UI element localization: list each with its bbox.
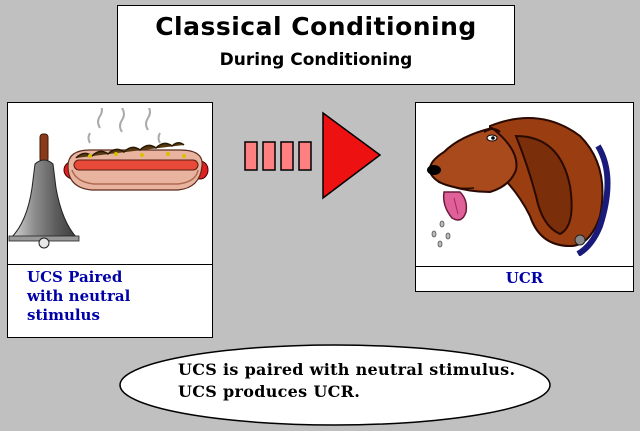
ucr-caption: UCR: [505, 269, 544, 287]
arrow-segment: [244, 141, 258, 171]
page-subtitle: During Conditioning: [219, 50, 413, 70]
ucs-paired-caption: UCS Paired with neutral stimulus: [27, 268, 207, 325]
arrow-segment: [298, 141, 312, 171]
hotdog-icon: [63, 108, 209, 191]
caption-line-2: with neutral: [27, 287, 131, 305]
salivating-dog-icon: [427, 117, 611, 256]
title-box: Classical Conditioning During Conditioni…: [117, 5, 515, 85]
caption-line-3: stimulus: [27, 306, 100, 324]
panel-divider: [8, 264, 212, 265]
bell-icon: [8, 133, 80, 249]
summary-text: UCS is paired with neutral stimulus. UCS…: [178, 359, 578, 403]
summary-line-1: UCS is paired with neutral stimulus.: [178, 360, 516, 379]
panel-divider: [416, 266, 633, 267]
arrow-segment: [280, 141, 294, 171]
caption-line-1: UCS Paired: [27, 268, 123, 286]
page-title: Classical Conditioning: [155, 12, 477, 41]
summary-ellipse: [119, 344, 551, 426]
summary-line-2: UCS produces UCR.: [178, 382, 361, 401]
process-arrow: [244, 111, 382, 200]
arrow-segment: [262, 141, 276, 171]
arrow-head: [322, 111, 382, 200]
